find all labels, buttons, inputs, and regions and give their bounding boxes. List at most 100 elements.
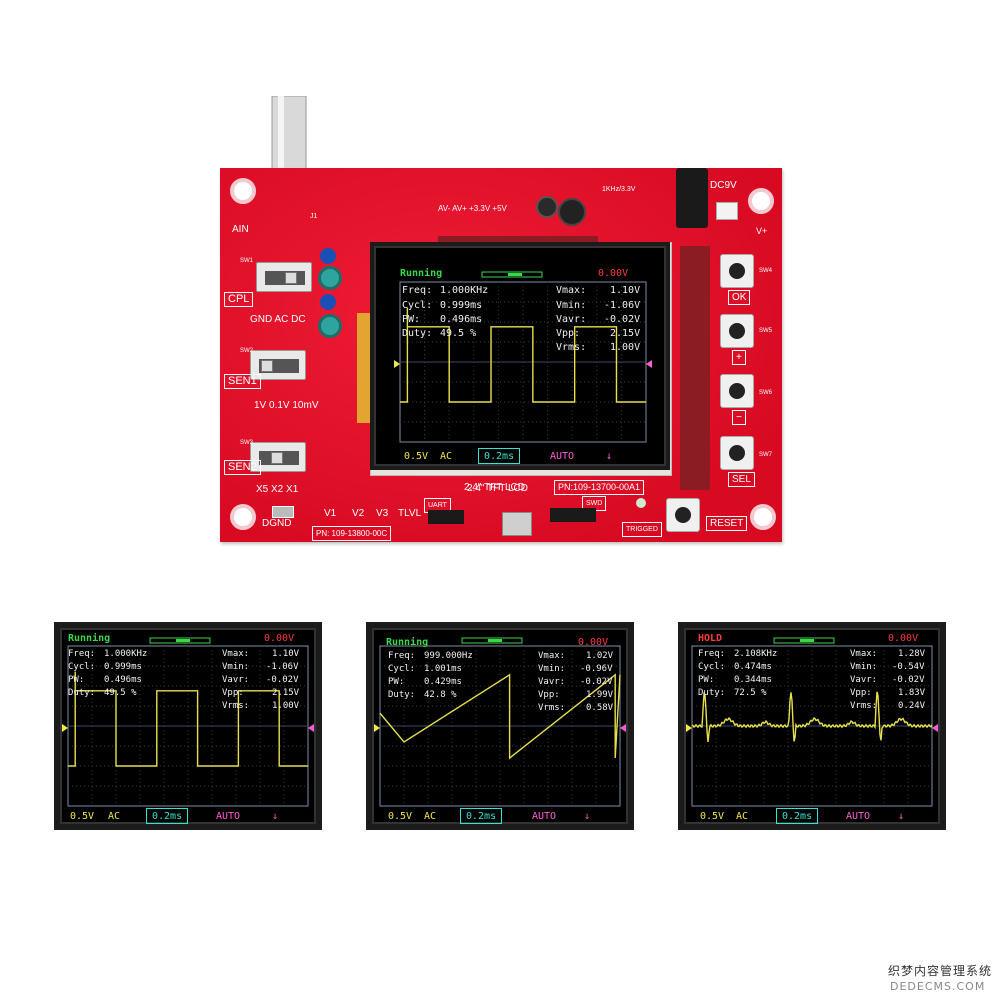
cycl-label: Cycl:	[68, 662, 96, 672]
vdiv-value: 0.5V	[388, 811, 413, 822]
cpl-switch[interactable]	[256, 262, 312, 292]
vpp-label: Vpp:	[538, 690, 560, 700]
pn-lcd-label: PN:109-13700-00A1	[554, 480, 645, 495]
vmax-label: Vmax:	[556, 285, 587, 296]
vdiv-value: 0.5V	[70, 811, 95, 822]
status-text: Running	[68, 633, 111, 644]
vpp-value: 1.99V	[586, 690, 614, 700]
reset-button[interactable]	[666, 498, 700, 532]
timebase-box	[146, 808, 188, 824]
vmin-label: Vmin:	[222, 662, 250, 672]
vmin-label: Vmin:	[556, 300, 587, 311]
minus-label: −	[732, 410, 746, 425]
ok-label: OK	[728, 290, 751, 305]
memory-bar	[481, 271, 543, 278]
coupling-value: AC	[108, 811, 121, 822]
duty-label: Duty:	[698, 688, 726, 698]
trigger-edge-icon: ↓	[606, 451, 613, 462]
freq-label: Freq:	[68, 649, 96, 659]
sw6-label: SW6	[759, 390, 773, 396]
duty-value: 72.5 %	[734, 688, 767, 698]
vmax-label: Vmax:	[222, 649, 250, 659]
watermark-url: DEDECMS.COM	[890, 980, 986, 993]
waveform-display	[374, 637, 626, 807]
timebase-box	[776, 808, 818, 824]
timebase-box	[460, 808, 502, 824]
waveform-trace	[379, 673, 621, 760]
offset-voltage: 0.00V	[578, 637, 609, 648]
capacitor	[320, 294, 336, 310]
vplus-label: V+	[756, 226, 768, 236]
cycl-label: Cycl:	[402, 300, 433, 311]
channel-marker-icon	[394, 360, 400, 368]
watermark-text: 织梦内容管理系统	[888, 964, 993, 978]
ain-label: AIN	[232, 224, 249, 235]
trimmer-pot[interactable]	[318, 314, 342, 338]
vrms-value: 1.00V	[610, 342, 641, 353]
minus-button[interactable]	[720, 374, 754, 408]
lcd-name-silk: 2.4" TFT LCD	[464, 482, 525, 493]
duty-label: Duty:	[388, 690, 416, 700]
duty-label: Duty:	[402, 328, 433, 339]
cycl-value: 0.474ms	[734, 662, 772, 672]
sen2-switch[interactable]	[250, 442, 306, 472]
sen1-switch[interactable]	[250, 350, 306, 380]
timebase-value: 0.2ms	[466, 811, 497, 822]
cycl-value: 0.999ms	[440, 300, 483, 311]
trimmer-pot[interactable]	[318, 266, 342, 290]
inductor	[558, 198, 586, 226]
pn-board-label: PN: 109-13800-00C	[312, 526, 392, 541]
vavr-value: -0.02V	[892, 675, 925, 685]
scope-screen-square: Running 0.00V Freq: 1.000KHz Cycl: 0.999…	[54, 622, 322, 830]
plus-button[interactable]	[720, 314, 754, 348]
vpp-value: 2.15V	[610, 328, 641, 339]
pw-label: PW:	[68, 675, 85, 685]
trigger-mode: AUTO	[550, 451, 575, 462]
vmax-value: 1.28V	[898, 649, 926, 659]
top-signals-label: AV- AV+ +3.3V +5V	[438, 204, 507, 213]
ok-button[interactable]	[720, 254, 754, 288]
cycl-value: 1.001ms	[424, 664, 462, 674]
status-text: Running	[386, 637, 429, 648]
vmax-value: 1.10V	[272, 649, 300, 659]
freq-label: Freq:	[698, 649, 726, 659]
mounting-hole	[230, 178, 256, 204]
dgnd-jumper	[272, 506, 294, 518]
tp-tlvl-label: TLVL	[398, 508, 422, 519]
mounting-hole	[750, 504, 776, 530]
duty-value: 42.8 %	[424, 690, 457, 700]
freq-value: 1.000KHz	[104, 649, 148, 659]
memory-window	[176, 639, 190, 642]
freq-value: 999.000Hz	[424, 651, 473, 661]
sen1-ranges-label: 1V 0.1V 10mV	[254, 400, 319, 411]
memory-window	[508, 273, 522, 276]
pw-value: 0.496ms	[104, 675, 142, 685]
capacitor	[320, 248, 336, 264]
timebase-box	[478, 448, 520, 464]
vavr-label: Vavr:	[556, 314, 587, 325]
vpp-value: 2.15V	[272, 688, 300, 698]
cycl-label: Cycl:	[698, 662, 726, 672]
coupling-value: AC	[736, 811, 749, 822]
cycl-label: Cycl:	[388, 664, 416, 674]
vpp-value: 1.83V	[898, 688, 926, 698]
vrms-label: Vrms:	[556, 342, 587, 353]
triggered-led	[636, 498, 646, 508]
vavr-value: -0.02V	[580, 677, 613, 687]
status-text: HOLD	[698, 633, 723, 644]
duty-label: Duty:	[68, 688, 96, 698]
dgnd-label: DGND	[262, 518, 292, 529]
vrms-label: Vrms:	[222, 701, 250, 711]
vmax-label: Vmax:	[538, 651, 566, 661]
usb-port[interactable]	[502, 512, 532, 536]
plus-label: +	[732, 350, 746, 365]
vmin-value: -1.06V	[604, 300, 641, 311]
swd-header	[550, 508, 596, 522]
vmin-value: -1.06V	[266, 662, 299, 672]
pw-label: PW:	[388, 677, 405, 687]
memory-bar	[773, 637, 835, 644]
sel-button[interactable]	[720, 436, 754, 470]
vpp-label: Vpp:	[850, 688, 872, 698]
sen2-ranges-label: X5 X2 X1	[256, 484, 299, 495]
offset-voltage: 0.00V	[888, 633, 919, 644]
